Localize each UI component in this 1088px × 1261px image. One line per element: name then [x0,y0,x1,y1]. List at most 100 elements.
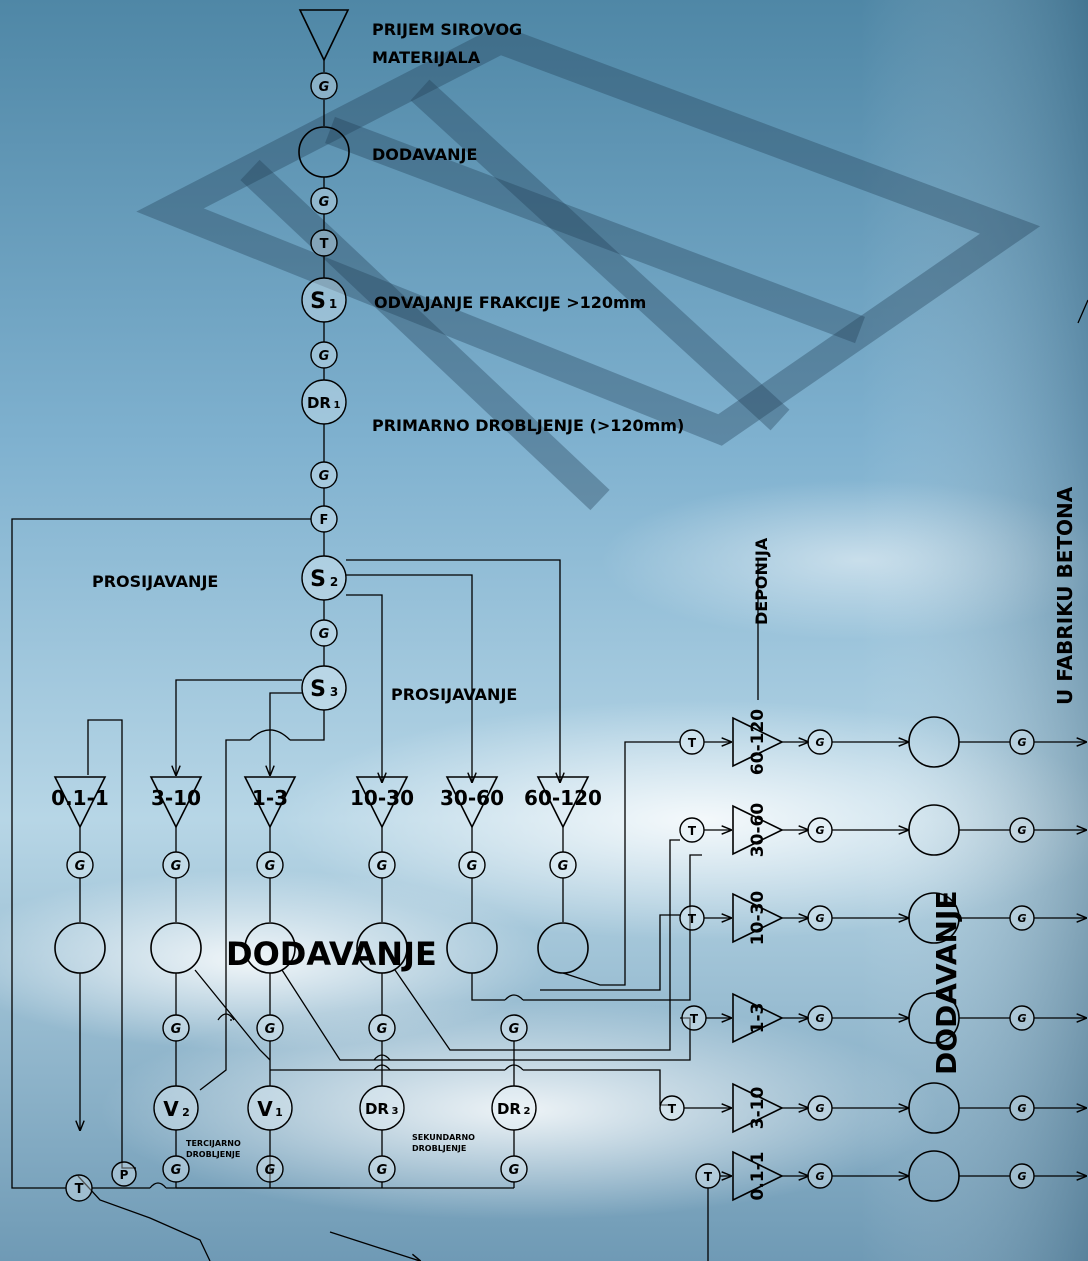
crusher-dr3: DR 3 [359,1085,405,1131]
bottom-conveyor-g-7: G [256,1014,284,1042]
svg-text:G: G [815,824,824,837]
output-row-fraction-4: 3-10 [748,1087,768,1130]
secondary-label-2: DROBLJENJE [412,1144,466,1153]
bottom-hopper-1: 3-10 [149,776,203,829]
svg-text:G: G [509,1022,520,1037]
bottom-conveyor-g-1: G [162,851,190,879]
bottom-conveyor-g-4: G [458,851,486,879]
svg-text:1: 1 [329,297,337,311]
svg-text:G: G [1017,824,1026,837]
bottom-fraction-label-3: 10-30 [350,786,414,810]
bottom-hopper-0: 0.1-1 [51,776,109,829]
output-row-g1-5: G [807,1163,833,1189]
svg-text:S: S [310,289,326,314]
svg-text:G: G [171,859,182,874]
output-row-2: T 10-30 G G [679,891,1086,946]
separation-label: ODVAJANJE FRAKCIJE >120mm [374,293,646,312]
bottom-conveyor-g-3: G [368,851,396,879]
bottom-conveyor-g-5: G [549,851,577,879]
crusher-dr1: DR 1 [301,379,347,425]
svg-text:T: T [688,824,697,838]
svg-text:G: G [1017,1170,1026,1183]
raw-material-label-2: MATERIJALA [372,48,481,67]
bottom-hopper-5: 60-120 [524,776,602,829]
svg-text:G: G [377,859,388,874]
svg-text:G: G [815,736,824,749]
output-row-fraction-0: 60-120 [748,709,768,775]
bottom-process [54,719,702,1189]
svg-text:G: G [1017,912,1026,925]
svg-text:2: 2 [524,1106,531,1117]
feeder-circle [298,126,350,178]
bottom-fraction-label-2: 1-3 [252,786,288,810]
primary-crushing-label: PRIMARNO DROBLJENJE (>120mm) [372,416,684,435]
output-row-feeder-0 [908,716,960,768]
svg-text:G: G [1017,1102,1026,1115]
output-row-transport-2: T [679,905,705,931]
feeding-big-label-right: DODAVANJE [930,891,963,1075]
bottom-hopper-2: 1-3 [243,776,297,829]
output-row-feeder-4 [908,1082,960,1134]
output-row-transport-1: T [679,817,705,843]
svg-text:G: G [815,1012,824,1025]
output-row-fraction-1: 30-60 [748,803,768,858]
svg-text:T: T [688,912,697,926]
output-row-g2-4: G [1009,1095,1035,1121]
bottom-conveyor-g-12: G [368,1155,396,1183]
bottom-hopper-3: 10-30 [350,776,414,829]
svg-text:S: S [310,677,326,702]
screen-s2: S 2 [301,555,347,601]
svg-text:G: G [509,1163,520,1178]
svg-text:G: G [467,859,478,874]
svg-text:F: F [320,513,329,528]
svg-text:DR: DR [307,394,331,412]
svg-text:G: G [319,469,330,484]
conveyor-g-5: G [310,619,338,647]
svg-text:S: S [310,567,326,592]
svg-text:G: G [815,912,824,925]
bottom-conveyor-g-8: G [368,1014,396,1042]
bottom-conveyor-g-13: G [500,1155,528,1183]
svg-text:DR: DR [365,1100,389,1118]
svg-text:G: G [171,1163,182,1178]
bottom-conveyor-g-0: G [66,851,94,879]
svg-text:G: G [319,80,330,95]
crusher-v2: V 2 [153,1085,199,1131]
to-factory-label: U FABRIKU BETONA [1053,486,1077,705]
output-row-1: T 30-60 G G [679,803,1086,858]
svg-text:V: V [163,1097,179,1121]
bottom-conveyor-g-6: G [162,1014,190,1042]
svg-text:1: 1 [275,1106,283,1119]
separator-s1: S 1 [301,277,347,323]
svg-text:2: 2 [182,1106,190,1119]
svg-text:2: 2 [330,575,338,589]
svg-text:T: T [320,237,329,252]
svg-text:G: G [815,1102,824,1115]
output-row-fraction-5: 0.1-1 [748,1152,768,1201]
feeding-big-label: DODAVANJE [226,935,437,973]
raw-material-label-1: PRIJEM SIROVOG [372,20,522,39]
output-row-g1-2: G [807,905,833,931]
svg-text:G: G [319,349,330,364]
bottom-fraction-label-4: 30-60 [440,786,504,810]
deponija-label: DEPONIJA [752,537,771,625]
feeding-label: DODAVANJE [372,145,477,164]
svg-text:V: V [257,1097,273,1121]
conveyor-g-1: G [310,72,338,100]
svg-text:G: G [377,1163,388,1178]
svg-text:3: 3 [330,685,338,699]
output-row-fraction-3: 1-3 [748,1003,768,1034]
svg-text:P: P [120,1168,129,1182]
crusher-dr2: DR 2 [491,1085,537,1131]
receiving-hopper [298,9,350,62]
tertiary-label-1: TERCIJARNO [186,1139,241,1148]
svg-text:T: T [704,1170,713,1184]
output-row-fraction-2: 10-30 [748,891,768,946]
svg-text:1: 1 [334,400,341,411]
bottom-fraction-label-0: 0.1-1 [51,786,109,810]
screening-label-1: PROSIJAVANJE [92,572,218,591]
transport-t-1: T [310,229,338,257]
output-row-5: T 0.1-1 G G [695,1150,1086,1202]
svg-text:G: G [319,195,330,210]
